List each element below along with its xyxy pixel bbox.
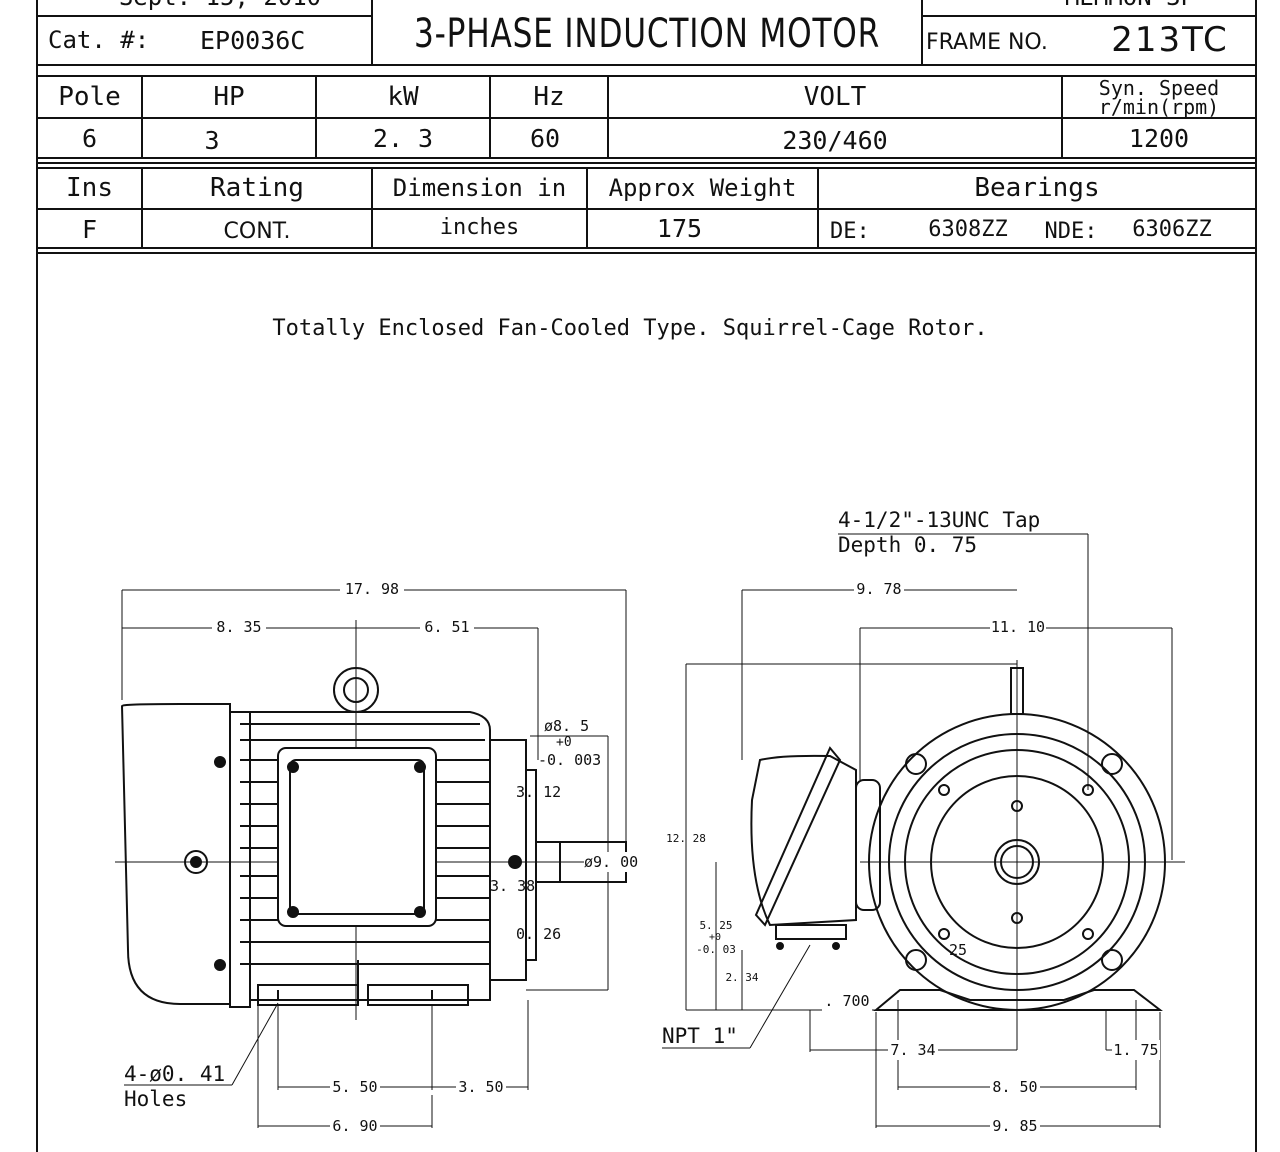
value-hz: 60	[529, 123, 561, 153]
side-holes-label-2: Holes	[124, 1087, 188, 1111]
side-dim-shaft-dia: ø8. 5	[544, 717, 590, 735]
value-kw: 2. 3	[372, 123, 434, 153]
end-view-drawing	[662, 533, 1185, 1128]
bearing-de-value: 6308ZZ	[928, 216, 1008, 242]
value-hp: 3	[204, 125, 220, 155]
header-bearings: Bearings	[974, 173, 1100, 203]
header-volt: VOLT	[803, 82, 867, 112]
end-dim-9-85: 9. 85	[990, 1116, 1040, 1136]
bearing-nde-label: NDE:	[1044, 218, 1098, 244]
header-hp: HP	[213, 82, 245, 112]
end-dim-2-34: 2. 34	[725, 970, 759, 984]
end-tap-label-2: Depth 0. 75	[838, 533, 978, 557]
header-ins: Ins	[66, 173, 113, 203]
header-date-partial: Sept. 15, 2010	[90, 0, 350, 11]
end-dim-12-28: 12. 28	[666, 831, 706, 845]
bearing-de-label: DE:	[830, 218, 870, 244]
side-dim-5-50: 5. 50	[330, 1077, 380, 1097]
end-dim-700: . 700	[822, 991, 872, 1011]
motor-description: Totally Enclosed Fan-Cooled Type. Squirr…	[272, 315, 988, 341]
value-dimension: inches	[439, 214, 520, 240]
side-dim-9-00: ø9. 00	[584, 852, 640, 872]
header-kw: kW	[387, 82, 419, 112]
end-dim-7-34: 7. 34	[888, 1040, 938, 1060]
side-dim-3-50: 3. 50	[456, 1077, 506, 1097]
header-rating: Rating	[210, 173, 304, 203]
value-weight: 175	[656, 213, 703, 243]
value-rating: CONT.	[223, 218, 291, 244]
side-dim-3-38: 3. 38	[490, 877, 536, 895]
bearing-nde-value: 6306ZZ	[1132, 216, 1212, 242]
header-dimension: Dimension in	[392, 174, 567, 202]
catalog-number: EP0036C	[200, 25, 306, 55]
side-dim-3-12: 3. 12	[516, 783, 562, 801]
end-dim-9-78: 9. 78	[854, 579, 904, 599]
end-dim-1-75: 1. 75	[1112, 1040, 1160, 1060]
end-npt-label: NPT 1"	[662, 1024, 738, 1048]
value-ins: F	[81, 214, 98, 244]
side-holes-label-1: 4-ø0. 41	[124, 1062, 226, 1086]
end-dim-5-25: 5. 25	[699, 918, 733, 932]
catalog-label: Cat. #:	[48, 26, 150, 54]
side-dim-shaft-tol-plus: +0	[556, 734, 572, 750]
header-brand-partial: MEMMON 3P	[1000, 0, 1260, 11]
frame-number: 213TC	[1111, 20, 1229, 60]
side-dim-6-90: 6. 90	[330, 1116, 380, 1136]
frame-label: FRAME NO.	[926, 29, 1048, 55]
side-dim-right: 6. 51	[420, 617, 474, 637]
header-rpm: r/min(rpm)	[1098, 95, 1220, 119]
value-pole: 6	[81, 123, 98, 153]
header-hz: Hz	[533, 82, 565, 112]
end-dim-11-10: 11. 10	[990, 617, 1046, 637]
header-syn-speed: Syn. Speed	[1098, 76, 1220, 100]
end-dim-tol-plus: +0	[708, 931, 722, 943]
end-dim-tol-minus: -0. 03	[696, 942, 736, 956]
side-dim-overall-length: 17. 98	[340, 579, 404, 599]
header-pole: Pole	[58, 82, 121, 112]
value-volt: 230/460	[782, 125, 888, 155]
page-title: 3-PHASE INDUCTION MOTOR	[413, 11, 881, 57]
end-dim-8-50: 8. 50	[990, 1077, 1040, 1097]
header-weight: Approx Weight	[608, 174, 797, 202]
side-view-drawing	[115, 589, 640, 1128]
side-dim-0-26: 0. 26	[516, 925, 562, 943]
end-dim-25: 25	[948, 941, 968, 959]
side-dim-shaft-tol-minus: -0. 003	[538, 751, 602, 769]
end-tap-label-1: 4-1/2"-13UNC Tap	[838, 508, 1041, 532]
side-dim-left: 8. 35	[212, 617, 266, 637]
value-syn-speed: 1200	[1128, 123, 1190, 153]
